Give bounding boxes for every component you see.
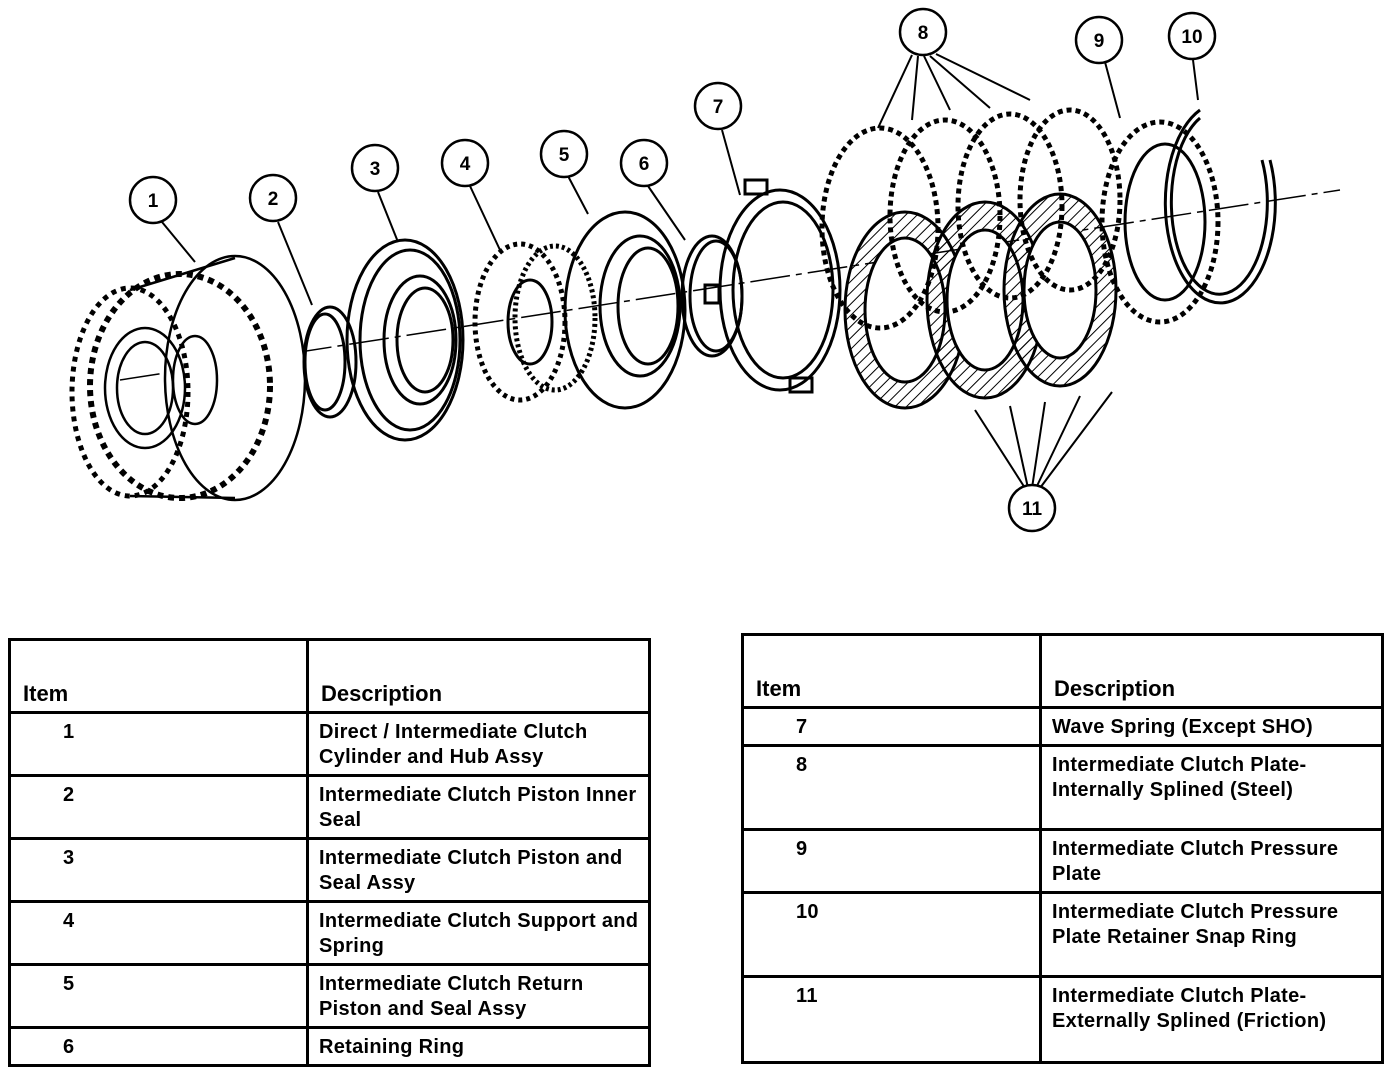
item-description: Intermediate Clutch Return Piston and Se… [319, 973, 584, 1020]
callout-1: 1 [128, 175, 178, 225]
item-description: Direct / Intermediate Clutch Cylinder an… [319, 721, 588, 768]
header-item: Item [8, 638, 309, 714]
item-number: 2 [63, 784, 75, 806]
callout-5-label: 5 [559, 145, 570, 166]
table-row: 11 Intermediate Clutch Plate-Externally … [741, 975, 1384, 1064]
item-description: Intermediate Clutch Plate-Externally Spl… [1052, 985, 1327, 1032]
table-header-row: Item Description [741, 633, 1384, 709]
part-9-pressure-plate [1099, 119, 1221, 325]
item-number: 9 [796, 838, 808, 860]
callout-11: 11 [1007, 483, 1057, 533]
item-number: 4 [63, 910, 75, 932]
item-description: Retaining Ring [319, 1036, 465, 1058]
table-row: 1 Direct / Intermediate Clutch Cylinder … [8, 711, 651, 777]
callout-8: 8 [898, 7, 948, 57]
table-row: 8 Intermediate Clutch Plate-Internally S… [741, 744, 1384, 831]
part-10-snap-ring [1163, 108, 1277, 305]
item-number: 11 [796, 985, 818, 1007]
item-number: 10 [796, 901, 819, 923]
leader-lines [161, 53, 1199, 489]
header-item: Item [741, 633, 1042, 709]
item-description: Wave Spring (Except SHO) [1052, 716, 1313, 738]
item-number: 5 [63, 973, 75, 995]
table-row: 2 Intermediate Clutch Piston Inner Seal [8, 774, 651, 840]
callout-3-label: 3 [370, 159, 381, 180]
item-number: 7 [796, 716, 808, 738]
axis-line [119, 189, 1341, 381]
exploded-clutch-diagram: 1 2 3 4 5 6 7 8 9 10 11 [69, 7, 1341, 533]
callout-1-label: 1 [148, 191, 159, 212]
callout-6-label: 6 [639, 154, 650, 175]
table-row: 4 Intermediate Clutch Support and Spring [8, 900, 651, 966]
callout-2-label: 2 [268, 189, 279, 210]
part-5-return-piston [563, 210, 687, 410]
callout-4: 4 [440, 138, 490, 188]
callout-6: 6 [619, 138, 669, 188]
table-row: 10 Intermediate Clutch Pressure Plate Re… [741, 891, 1384, 978]
item-number: 8 [796, 754, 808, 776]
callout-10-label: 10 [1181, 27, 1202, 48]
item-description: Intermediate Clutch Pressure Plate Retai… [1052, 901, 1339, 948]
table-row: 7 Wave Spring (Except SHO) [741, 706, 1384, 747]
callout-11-label: 11 [1022, 499, 1043, 520]
item-description: Intermediate Clutch Piston Inner Seal [319, 784, 637, 831]
callout-2: 2 [248, 173, 298, 223]
parts-table-right: Item Description 7 Wave Spring (Except S… [741, 633, 1384, 1064]
table-row: 3 Intermediate Clutch Piston and Seal As… [8, 837, 651, 903]
callout-9: 9 [1074, 15, 1124, 65]
callout-7: 7 [693, 81, 743, 131]
part-2-inner-seal [302, 305, 358, 419]
callout-10: 10 [1167, 11, 1217, 61]
item-number: 3 [63, 847, 75, 869]
callout-3: 3 [350, 143, 400, 193]
callout-7-label: 7 [713, 97, 724, 118]
callout-4-label: 4 [460, 154, 471, 175]
item-number: 1 [63, 721, 75, 743]
item-number: 6 [63, 1036, 75, 1058]
clutch-plates-stack [819, 107, 1123, 410]
table-header-row: Item Description [8, 638, 651, 714]
parts-table-left: Item Description 1 Direct / Intermediate… [8, 638, 651, 1067]
item-description: Intermediate Clutch Piston and Seal Assy [319, 847, 623, 894]
callout-9-label: 9 [1094, 31, 1105, 52]
callout-5: 5 [539, 129, 589, 179]
item-description: Intermediate Clutch Support and Spring [319, 910, 639, 957]
header-description: Description [306, 638, 651, 714]
callout-8-label: 8 [918, 23, 929, 44]
table-row: 5 Intermediate Clutch Return Piston and … [8, 963, 651, 1029]
header-description: Description [1039, 633, 1384, 709]
part-1-cylinder-hub [69, 254, 307, 502]
table-row: 6 Retaining Ring [8, 1026, 651, 1067]
item-description: Intermediate Clutch Plate-Internally Spl… [1052, 754, 1307, 801]
table-row: 9 Intermediate Clutch Pressure Plate [741, 828, 1384, 894]
item-description: Intermediate Clutch Pressure Plate [1052, 838, 1339, 885]
part-6-retaining-ring [680, 234, 744, 358]
part-3-piston [345, 238, 465, 442]
